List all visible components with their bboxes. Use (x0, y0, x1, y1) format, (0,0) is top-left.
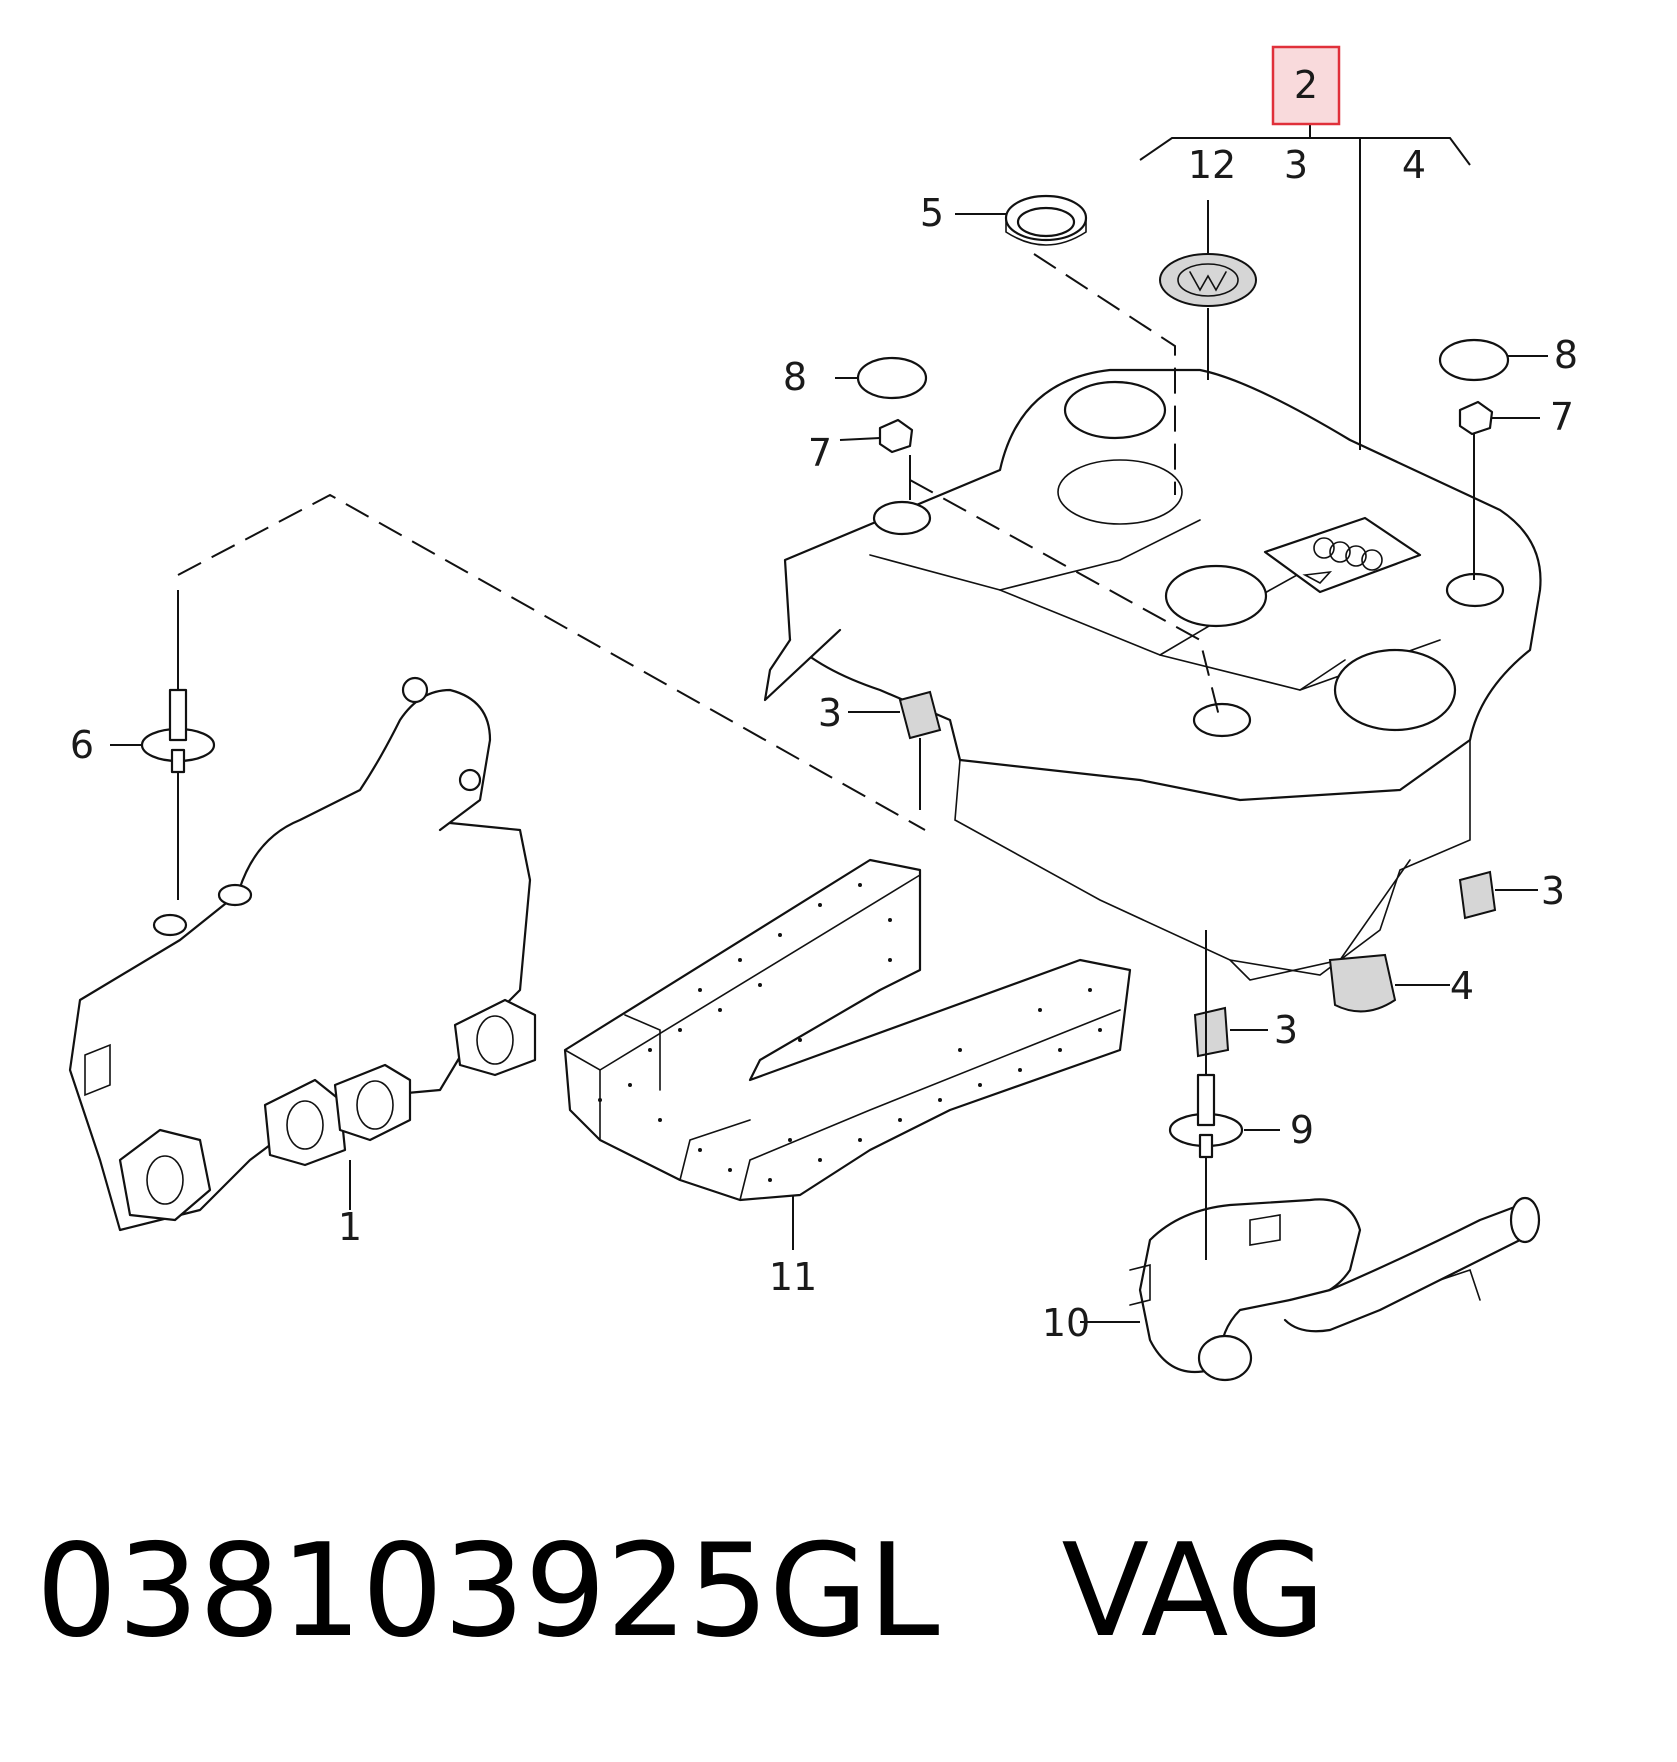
callout-2[interactable]: 2 (1294, 63, 1318, 107)
emblem (1159, 253, 1257, 307)
callout-8-right[interactable]: 8 (1554, 333, 1578, 377)
callout-11[interactable]: 11 (769, 1255, 817, 1299)
callout-7-left[interactable]: 7 (808, 431, 832, 475)
grommet-a (898, 690, 942, 740)
heat-shield (563, 858, 1132, 1202)
callout-9[interactable]: 9 (1290, 1108, 1314, 1152)
callout-labels: 2 12 3 4 5 8 8 7 7 3 3 3 4 6 9 10 1 11 (70, 63, 1578, 1345)
nut-left (878, 418, 914, 454)
cap-left (856, 356, 928, 400)
seal-ring (1004, 194, 1088, 246)
brand-name: VAG (1061, 1517, 1326, 1666)
four-rings-logo (1313, 537, 1383, 571)
part-number-caption: 038103925GL VAG (36, 1528, 1325, 1656)
callout-6[interactable]: 6 (70, 723, 94, 767)
callout-5[interactable]: 5 (920, 191, 944, 235)
callout-10[interactable]: 10 (1042, 1301, 1090, 1345)
dashed-assembly-lines (177, 253, 1221, 831)
callout-3-right[interactable]: 3 (1541, 869, 1565, 913)
engine-cover (763, 368, 1542, 981)
callout-7-right[interactable]: 7 (1550, 395, 1574, 439)
part-number: 038103925GL (36, 1517, 940, 1666)
cap-right (1438, 338, 1510, 382)
stud-with-washer-9 (1168, 1073, 1244, 1159)
callout-3-bottom[interactable]: 3 (1274, 1008, 1298, 1052)
callout-3-group[interactable]: 3 (1284, 143, 1308, 187)
callout-1[interactable]: 1 (338, 1205, 362, 1249)
nut-right (1458, 400, 1494, 436)
exhaust-manifold (68, 676, 537, 1232)
highlight-box (1271, 45, 1341, 126)
dot-texture (598, 883, 1102, 1182)
callout-4-group[interactable]: 4 (1402, 143, 1426, 187)
callout-4-grommet[interactable]: 4 (1450, 964, 1474, 1008)
grommet-c (1193, 1006, 1230, 1058)
callout-12[interactable]: 12 (1188, 143, 1236, 187)
coolant-pipe (1129, 1196, 1541, 1382)
stud-with-washer-6 (140, 688, 216, 774)
large-grommet (1328, 953, 1397, 1013)
callout-8-left[interactable]: 8 (783, 355, 807, 399)
leader-lines (110, 84, 1548, 1323)
grommet-b (1458, 870, 1497, 920)
callout-3-left[interactable]: 3 (818, 691, 842, 735)
